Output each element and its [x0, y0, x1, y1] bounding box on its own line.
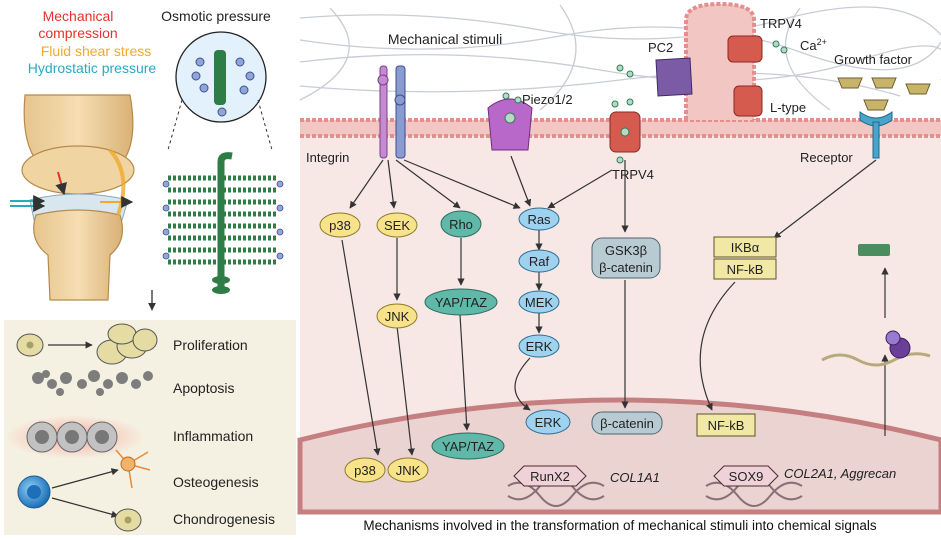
- bcatenin-cyto-label: β-catenin: [599, 260, 653, 275]
- yap-taz-label: YAP/TAZ: [435, 295, 487, 310]
- erk-label: ERK: [526, 339, 553, 354]
- pc2-channel-icon: [616, 57, 693, 97]
- proliferation-label: Proliferation: [173, 337, 248, 353]
- nuclear-yap-taz-label: YAP/TAZ: [442, 439, 494, 454]
- node-p38: p38: [319, 212, 361, 238]
- growth-factor-icon: [837, 77, 931, 111]
- fluid-shear-stress-label: Fluid shear stress: [41, 43, 151, 59]
- mek-label: MEK: [525, 295, 554, 310]
- pc2-label: PC2: [648, 40, 673, 55]
- nuclear-bcatenin: β-catenin: [591, 411, 663, 435]
- p38-label: p38: [329, 218, 351, 233]
- nfkb-cyto-label: NF-kB: [727, 262, 764, 277]
- mechanical-stimuli-label: Mechanical stimuli: [388, 31, 502, 47]
- nuclear-nfkb-label: NF-kB: [708, 418, 745, 433]
- runx2-box: RunX2: [513, 465, 587, 487]
- apoptosis-cells-icon: [32, 370, 153, 396]
- differentiation-icon: [17, 449, 151, 532]
- trpv4-left-label: TRPV4: [612, 167, 654, 182]
- chondrogenesis-label: Chondrogenesis: [173, 511, 275, 527]
- nuclear-erk: ERK: [525, 409, 571, 435]
- nuclear-jnk: JNK: [387, 457, 429, 483]
- compression-label-line2: compression: [38, 25, 117, 41]
- nuclear-p38-label: p38: [354, 463, 376, 478]
- jnk-label: JNK: [385, 309, 410, 324]
- piezo-channel-icon: [487, 92, 533, 151]
- receptor-label: Receptor: [800, 150, 853, 165]
- calcium-symbol: Ca: [800, 38, 817, 53]
- signaling-arrows: [341, 155, 889, 456]
- inflammation-label: Inflammation: [173, 428, 253, 444]
- hydrostatic-pressure-label: Hydrostatic pressure: [28, 60, 157, 76]
- trpv4-channel-icon: [609, 98, 641, 164]
- proliferation-cells-icon: [16, 323, 158, 365]
- mechanical-compression-label: Mechanical: [43, 8, 114, 24]
- node-sek: SEK: [376, 212, 418, 238]
- nuclear-nfkb: NF-kB: [696, 413, 756, 437]
- node-mek: MEK: [518, 290, 560, 314]
- node-ras: Ras: [518, 207, 560, 231]
- growth-factor-label: Growth factor: [834, 52, 913, 67]
- growth-factor-receptor-icon: [859, 111, 893, 159]
- nucleus: [297, 397, 941, 515]
- nuclear-p38: p38: [344, 457, 386, 483]
- node-raf: Raf: [518, 249, 560, 273]
- runx2-label: RunX2: [530, 469, 570, 484]
- l-type-label: L-type: [770, 100, 806, 115]
- ikba-label: IKBα: [731, 240, 760, 255]
- sek-label: SEK: [384, 218, 410, 233]
- col1a1-label: COL1A1: [610, 470, 660, 485]
- integrin-icon: [377, 65, 406, 159]
- raf-label: Raf: [529, 254, 550, 269]
- apoptosis-label: Apoptosis: [173, 380, 234, 396]
- sox9-box: SOX9: [713, 465, 779, 487]
- extracellular-matrix: [299, 4, 941, 111]
- osmotic-pressure-label: Osmotic pressure: [161, 8, 271, 24]
- piezo-label: Piezo1/2: [522, 92, 573, 107]
- osteogenesis-label: Osteogenesis: [173, 474, 259, 490]
- calcium-charge: 2+: [817, 37, 827, 47]
- integrin-label: Integrin: [306, 150, 349, 165]
- node-jnk: JNK: [376, 303, 418, 329]
- node-erk: ERK: [518, 334, 560, 358]
- nuclear-erk-label: ERK: [535, 415, 562, 430]
- calcium-label: Ca2+: [800, 37, 827, 53]
- stimuli-panel: Mechanical compression Fluid shear stres…: [4, 8, 296, 535]
- col2a1-aggrecan-label: COL2A1, Aggrecan: [784, 466, 896, 481]
- cell-panel: Mechanical stimuli Integrin Piezo1/2 TRP…: [297, 1, 941, 515]
- node-ikba-nfkb: IKBα NF-kB: [713, 236, 777, 280]
- trpv4-top-label: TRPV4: [760, 16, 802, 31]
- inflammation-cells-icon: [5, 415, 145, 459]
- proteoglycan-icon: [162, 152, 284, 294]
- nuclear-yap-taz: YAP/TAZ: [431, 432, 505, 460]
- sox9-label: SOX9: [729, 469, 764, 484]
- node-gsk3b-bcatenin: GSK3β β-catenin: [591, 237, 661, 279]
- osmotic-pressure-illustration: [162, 31, 284, 294]
- rho-label: Rho: [449, 217, 473, 232]
- figure-caption: Mechanisms involved in the transformatio…: [363, 518, 876, 533]
- node-rho: Rho: [440, 210, 482, 238]
- l-type-channel-icon: [733, 85, 763, 117]
- nuclear-jnk-label: JNK: [396, 463, 421, 478]
- translation-icon: [821, 244, 931, 367]
- nuclear-bcatenin-label: β-catenin: [600, 416, 654, 431]
- trpv4-top-channel-icon: [727, 35, 788, 63]
- node-yap-taz: YAP/TAZ: [424, 288, 498, 316]
- knee-joint-illustration: [10, 94, 135, 301]
- gsk3b-label: GSK3β: [605, 243, 647, 258]
- ras-label: Ras: [527, 212, 551, 227]
